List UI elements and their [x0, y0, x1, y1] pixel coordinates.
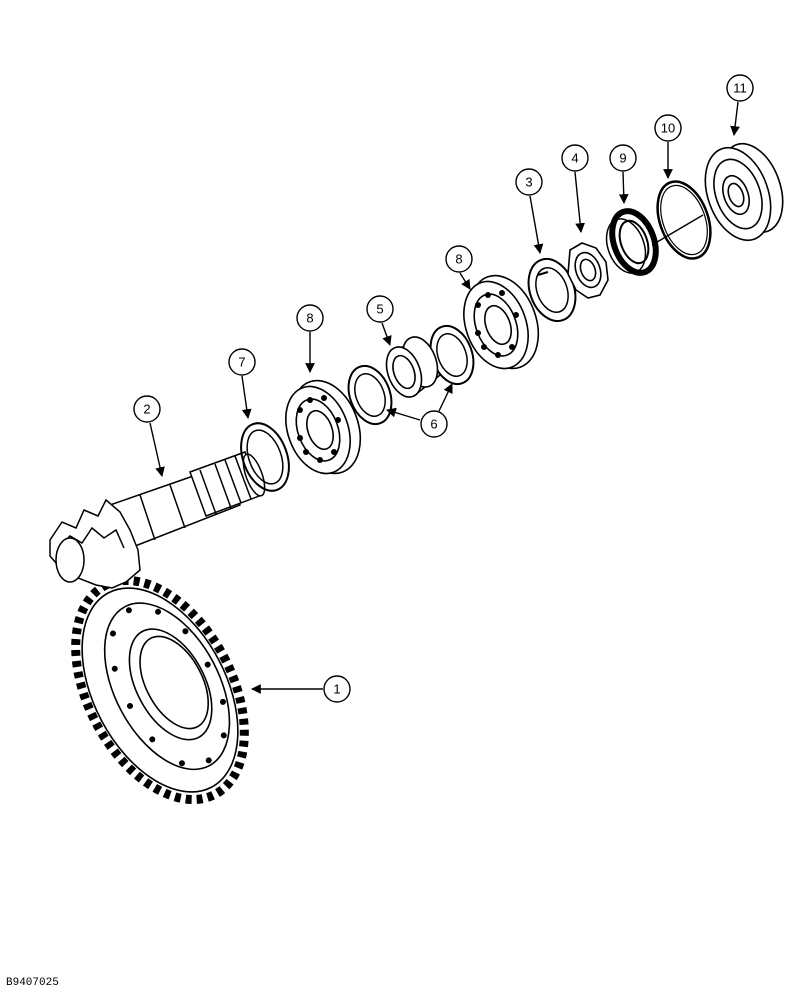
callout-10: 10 — [654, 114, 682, 142]
spacer-ring — [240, 422, 290, 492]
retainer-cap — [704, 142, 784, 242]
callout-3: 3 — [515, 168, 543, 196]
callout-9-label: 9 — [619, 151, 626, 166]
callout-5: 5 — [366, 295, 394, 323]
callout-6-label: 6 — [430, 417, 437, 432]
callout-6: 6 — [420, 410, 448, 438]
nut — [567, 242, 609, 299]
callout-10-label: 10 — [661, 121, 675, 136]
callout-7: 7 — [228, 348, 256, 376]
ring-gear — [71, 575, 249, 805]
callout-8-lower-label: 8 — [306, 311, 313, 326]
callout-7-label: 7 — [238, 355, 245, 370]
callout-1-label: 1 — [333, 682, 340, 697]
sleeve — [385, 336, 442, 398]
callout-3-label: 3 — [525, 175, 532, 190]
callout-11: 11 — [726, 74, 754, 102]
shim-left — [347, 364, 393, 426]
callout-2: 2 — [133, 395, 161, 423]
callout-8-upper-label: 8 — [455, 252, 462, 267]
reference-code: B9407025 — [6, 977, 59, 989]
callout-8-lower: 8 — [296, 304, 324, 332]
ball-bearing-upper — [463, 274, 540, 370]
seal — [605, 208, 659, 276]
leader-lines — [149, 101, 740, 694]
o-ring — [656, 180, 712, 260]
callout-1: 1 — [323, 675, 351, 703]
callout-11-label: 11 — [733, 81, 747, 96]
callout-4: 4 — [561, 144, 589, 172]
callout-2-label: 2 — [143, 402, 150, 417]
ball-bearing-lower — [285, 379, 362, 475]
callout-9: 9 — [609, 144, 637, 172]
pinion-shaft — [49, 451, 266, 589]
callout-5-label: 5 — [376, 302, 383, 317]
callout-4-label: 4 — [571, 151, 578, 166]
callout-8-upper: 8 — [445, 245, 473, 273]
